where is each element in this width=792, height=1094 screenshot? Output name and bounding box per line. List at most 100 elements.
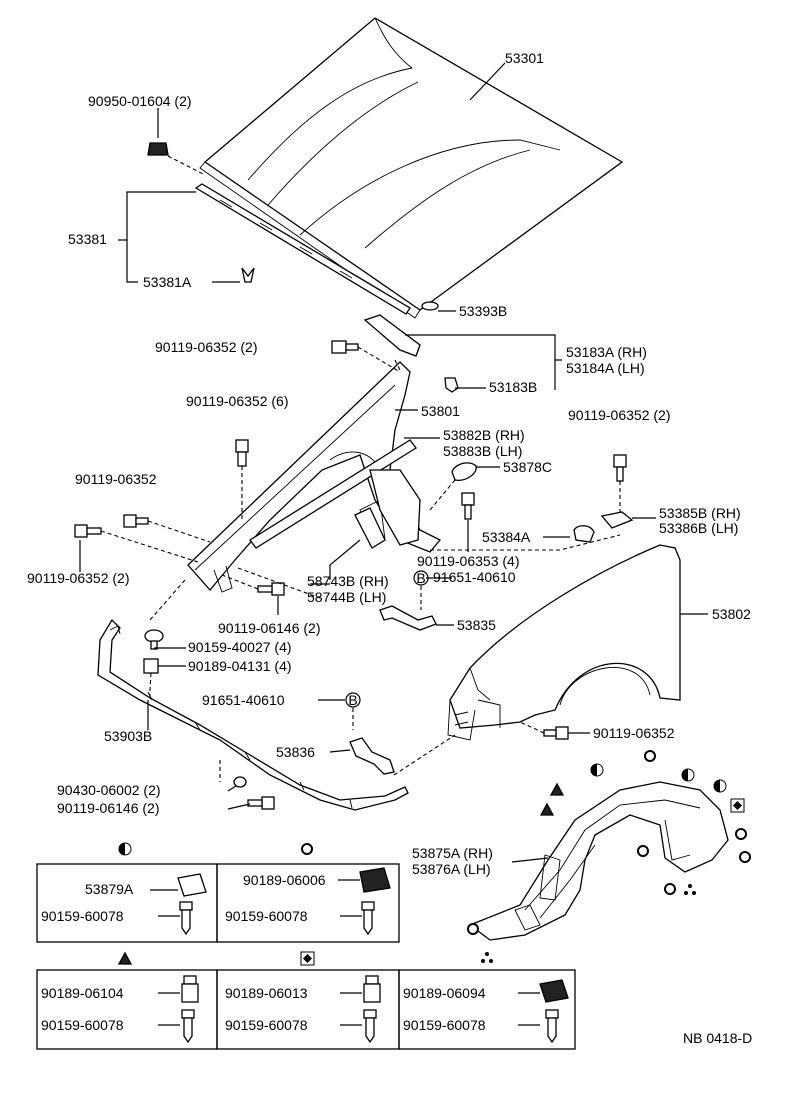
label-seal-rh: 58743B (RH) <box>307 573 389 589</box>
label-apron: 53801 <box>421 403 460 419</box>
hood-plug <box>421 301 439 311</box>
legend-nut-4: 90189-06094 <box>403 985 486 1001</box>
label-nut-131: 90189-04131 (4) <box>188 658 292 674</box>
label-bracket-lh: 53184A (LH) <box>566 360 645 376</box>
label-bolt-146: 90119-06146 (2) <box>218 620 320 636</box>
bolt-six-icon <box>235 439 249 467</box>
screw-027-icon <box>144 629 164 650</box>
legend-screw-1: 90159-60078 <box>41 908 124 924</box>
hood-panel <box>199 17 624 319</box>
bolt-right-top-icon <box>613 454 627 482</box>
b-mark-icon: B <box>345 692 361 708</box>
half-circle-mark-icon <box>681 768 695 782</box>
legend-bottom: 90189-06104 90159-60078 90189-06013 9015… <box>36 951 576 1050</box>
screw-icon <box>363 1009 377 1044</box>
label-bolt-146b: 90119-06146 (2) <box>57 800 159 816</box>
label-hood: 53301 <box>505 50 544 66</box>
hood-hinge-bracket <box>363 314 421 357</box>
screw-icon <box>181 1009 195 1044</box>
nut-icon <box>359 867 391 893</box>
b-mark-icon: B <box>413 570 429 586</box>
label-seal-set: 53381 <box>68 231 107 247</box>
svg-text:B: B <box>348 692 357 708</box>
legend-screw-5: 90159-60078 <box>403 1017 486 1033</box>
label-liner-rh: 53875A (RH) <box>412 845 493 861</box>
label-bolt-fender: 90119-06352 <box>593 725 675 741</box>
label-shield-rh: 53385B (RH) <box>659 505 741 521</box>
label-bolt-top-left: 90119-06352 (2) <box>155 339 257 355</box>
nut-icon <box>363 975 381 1003</box>
dots-mark-icon <box>684 884 696 895</box>
part-labels: 53301 90950-01604 (2) 53381 53381A 53393… <box>27 50 751 877</box>
legend-nut-2: 90189-06104 <box>41 985 124 1001</box>
screw-icon <box>361 901 375 936</box>
dots-legend-icon <box>481 952 493 963</box>
gear-mark-icon <box>664 883 676 895</box>
nut-131-icon <box>143 658 159 674</box>
label-bracket-b: 53183B <box>489 379 537 395</box>
bolt-146-icon <box>257 582 285 596</box>
legend-screw-4: 90159-60078 <box>225 1017 308 1033</box>
legend-screw-2: 90159-60078 <box>225 908 308 924</box>
label-plate: 53878C <box>503 459 552 475</box>
half-circle-mark-icon <box>713 779 727 793</box>
retainer-384a <box>573 525 595 543</box>
fender-seal <box>354 507 386 549</box>
triangle-mark-icon <box>549 782 565 796</box>
label-spoiler: 53903B <box>104 728 152 744</box>
label-apron-lh: 53883B (LH) <box>443 443 522 459</box>
diamond-mark-icon <box>730 798 745 813</box>
bolt-146b-icon <box>247 796 275 810</box>
gear-mark-icon <box>467 923 479 935</box>
legend-top: 53879A 90159-60078 90189-06006 90159-600… <box>36 842 400 943</box>
hood-seal-strip <box>194 183 411 315</box>
bolt-353-icon <box>461 492 475 520</box>
label-bracket-rh: 53183A (RH) <box>566 344 647 360</box>
bracket-835 <box>379 605 437 631</box>
screw-icon <box>545 1009 559 1044</box>
nut-icon <box>539 979 569 1003</box>
shield-385b <box>600 511 634 529</box>
label-washer: 90430-06002 (2) <box>57 782 161 798</box>
svg-text:B: B <box>416 570 425 586</box>
bolt-top-left-icon <box>331 340 359 354</box>
fender-apron <box>187 361 442 593</box>
legend-clip: 53879A <box>85 881 134 897</box>
triangle-legend-icon <box>117 951 133 965</box>
hood-cushion <box>147 142 169 156</box>
label-shield-lh: 53386B (LH) <box>659 520 738 536</box>
screw-icon <box>179 901 193 936</box>
label-liner-lh: 53876A (LH) <box>412 861 491 877</box>
gear-mark-icon <box>637 845 649 857</box>
label-hood-plug: 53393B <box>459 303 507 319</box>
legend-nut-3: 90189-06013 <box>225 985 308 1001</box>
leader-lines <box>118 62 708 863</box>
label-screw-027: 90159-40027 (4) <box>188 639 292 655</box>
label-clip-b1: 91651-40610 <box>433 569 516 585</box>
gear-mark-icon <box>739 851 751 863</box>
label-bracket-835: 53835 <box>457 617 496 633</box>
label-bolt-four: 90119-06353 (4) <box>417 553 519 569</box>
seal-plate <box>451 462 477 481</box>
bracket-836 <box>349 737 395 775</box>
label-bolt-left-double: 90119-06352 (2) <box>27 570 129 586</box>
apron-extension <box>249 439 417 549</box>
legend-screw-3: 90159-60078 <box>41 1017 124 1033</box>
bolt-fender-icon <box>543 726 569 740</box>
diamond-legend-icon <box>300 951 315 966</box>
gear-mark-icon <box>644 750 656 762</box>
triangle-mark-icon <box>539 802 555 816</box>
diagram-code: NB 0418-D <box>683 1030 752 1046</box>
gear-mark-icon <box>735 828 747 840</box>
seal-clip <box>241 267 255 283</box>
clip-icon <box>177 873 207 897</box>
bolt-left-double-icon <box>74 524 102 538</box>
label-bolt-left-single: 90119-06352 <box>75 471 157 487</box>
half-circle-mark-icon <box>590 763 604 777</box>
nut-icon <box>181 975 199 1003</box>
gear-legend-icon <box>301 843 313 855</box>
apron-lower <box>369 469 421 546</box>
bracket-clip <box>444 377 459 393</box>
legend-nut-1: 90189-06006 <box>243 872 326 888</box>
